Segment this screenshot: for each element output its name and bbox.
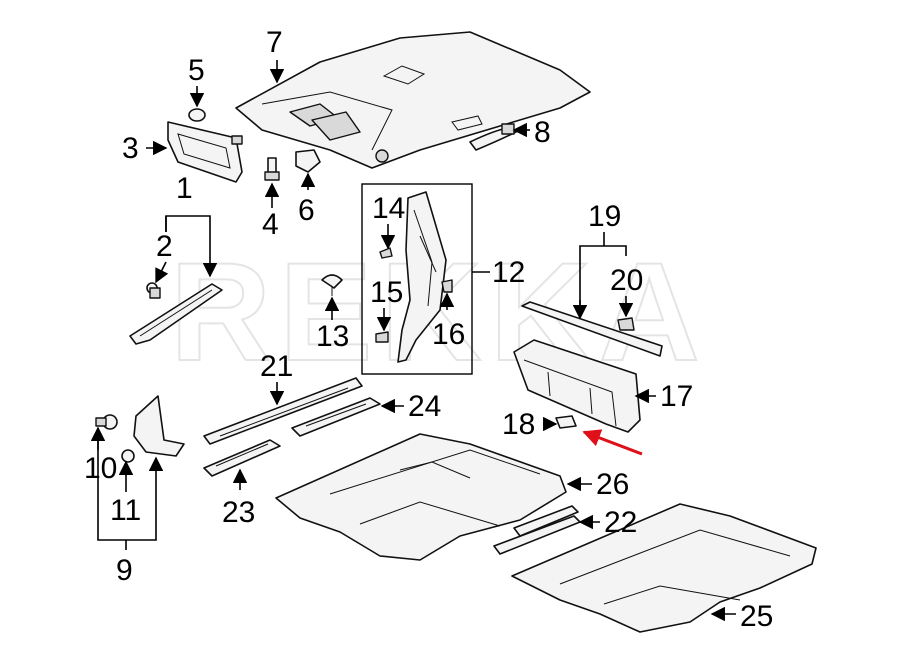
callout-3: 3	[122, 132, 139, 165]
callout-1: 1	[176, 172, 193, 205]
callout-4: 4	[262, 208, 279, 241]
callout-6: 6	[298, 194, 315, 227]
callout-labels: 7 5 3 8 4 6 1 2 14 15 16 12 13 19 20 17 …	[84, 26, 773, 633]
b-pillar-trim-part	[397, 191, 447, 363]
callout-24: 24	[408, 390, 441, 423]
callout-16: 16	[432, 318, 465, 351]
sill-plate-lower-part	[203, 439, 281, 477]
small-trim-part	[555, 415, 577, 429]
highlight-arrow	[582, 429, 643, 456]
callout-12: 12	[492, 256, 525, 289]
callout-19: 19	[588, 200, 621, 233]
callout-7: 7	[266, 26, 283, 59]
callout-8: 8	[534, 116, 551, 149]
fastener-11-part	[121, 449, 135, 463]
callout-23: 23	[222, 496, 255, 529]
callout-18: 18	[502, 408, 535, 441]
kick-panel-part	[133, 395, 185, 457]
callout-5: 5	[188, 54, 205, 87]
pillar-group-box	[361, 183, 473, 375]
callout-9: 9	[116, 554, 133, 587]
screw-part	[264, 157, 280, 181]
bracket-part	[295, 149, 321, 173]
callout-26: 26	[596, 468, 629, 501]
weatherstrip-part	[521, 301, 663, 357]
callout-2: 2	[156, 230, 173, 263]
callout-22: 22	[604, 506, 637, 539]
callout-17: 17	[660, 380, 693, 413]
sill-plate-upper-part	[203, 377, 363, 445]
visor-clip-part	[188, 108, 206, 122]
front-carpet-part	[275, 433, 567, 561]
clip-15-part	[375, 331, 389, 343]
sun-visor-part	[167, 121, 243, 183]
callout-13: 13	[316, 320, 349, 353]
callout-10: 10	[84, 452, 117, 485]
callout-15: 15	[370, 276, 403, 309]
callout-14: 14	[372, 192, 405, 225]
fastener-10-part	[95, 414, 118, 430]
back-panel-trim-part	[513, 339, 641, 433]
callout-21: 21	[260, 350, 293, 383]
push-pin-part	[321, 274, 343, 296]
callout-20: 20	[610, 264, 643, 297]
sill-plate-rear-part	[291, 397, 381, 437]
callout-11: 11	[110, 494, 141, 527]
retainer-clip-part	[617, 317, 635, 331]
leader-lines	[90, 60, 736, 622]
rear-carpet-part	[511, 503, 817, 633]
sill-plate-right-part	[493, 505, 581, 555]
headliner-part	[235, 31, 591, 169]
pillar-trim-part	[129, 283, 223, 345]
clip-16-part	[441, 279, 453, 293]
pillar-fastener-part	[146, 282, 161, 299]
callout-25: 25	[740, 600, 773, 633]
